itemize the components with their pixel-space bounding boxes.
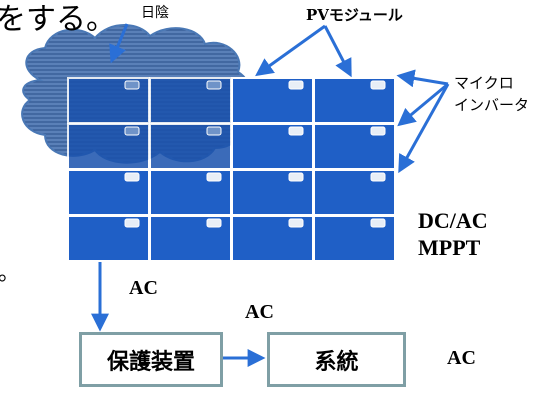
- micro-inverter-box: [288, 218, 304, 228]
- shade-label: 日陰: [141, 5, 169, 21]
- protection-device-box: 保護装置: [79, 332, 223, 387]
- micro-inverter-box: [370, 172, 386, 182]
- micro-inverter-box: [370, 80, 386, 90]
- micro-inverter-box: [370, 126, 386, 136]
- pv-module: [231, 215, 314, 262]
- shade-arrow: [109, 23, 129, 64]
- micro-inverter-box: [288, 126, 304, 136]
- pv-module: [149, 215, 232, 262]
- pv-module: [67, 123, 150, 170]
- micro-inverter-box: [288, 172, 304, 182]
- micro-inverter-label-line2: インバータ: [454, 96, 530, 114]
- micro-inverter-box: [370, 218, 386, 228]
- micro-arrow-2: [397, 82, 449, 127]
- micro-inverter-label-line1: マイクロ: [454, 74, 514, 92]
- mppt-label: MPPT: [418, 235, 481, 260]
- pv-module: [67, 215, 150, 262]
- pv-module: [231, 169, 314, 216]
- micro-inverter-box: [206, 172, 222, 182]
- pv-module: [67, 77, 150, 124]
- ac-label-protection: AC: [245, 301, 274, 323]
- pv-module: [149, 169, 232, 216]
- micro-arrow-1: [396, 69, 449, 88]
- pv-module: [67, 169, 150, 216]
- micro-inverter-box: [206, 126, 222, 136]
- pv-module: [149, 123, 232, 170]
- micro-inverter-box: [206, 218, 222, 228]
- text-fragment-top: をする。: [0, 2, 116, 37]
- converter-label: DC/AC MPPT: [418, 207, 488, 261]
- ac-label-grid: AC: [447, 347, 476, 369]
- micro-inverter-box: [206, 80, 222, 90]
- pv-module: [231, 77, 314, 124]
- ac-label-panel-output: AC: [129, 277, 158, 299]
- pv-arrow-left: [255, 24, 326, 77]
- dcac-label: DC/AC: [418, 208, 488, 233]
- micro-inverter-box: [124, 218, 140, 228]
- pv-module: [313, 77, 396, 124]
- pv-module: [149, 77, 232, 124]
- pv-module: [313, 169, 396, 216]
- micro-inverter-box: [288, 80, 304, 90]
- micro-inverter-box: [124, 80, 140, 90]
- micro-inverter-box: [124, 126, 140, 136]
- pv-panel: [231, 123, 314, 170]
- pv-arrow-right: [323, 25, 352, 78]
- micro-arrow-3: [398, 83, 450, 174]
- text-fragment-left: 。: [0, 261, 21, 286]
- pv-module: [231, 123, 314, 170]
- pv-module: [313, 123, 396, 170]
- pv-module-label: PVモジュール: [306, 6, 403, 24]
- grid-box: 系統: [267, 332, 406, 387]
- pv-module: [313, 215, 396, 262]
- micro-inverter-box: [124, 172, 140, 182]
- micro-inverter-label: マイクロ インバータ: [454, 72, 529, 116]
